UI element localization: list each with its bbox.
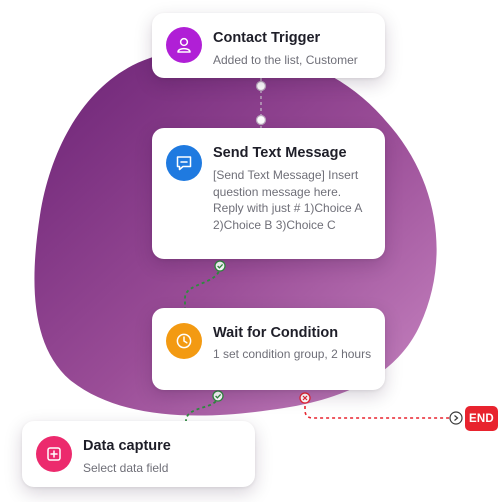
failure-x-mark xyxy=(302,395,308,401)
success-port-icon xyxy=(214,260,226,272)
clock-icon xyxy=(166,323,202,359)
plus-square-icon xyxy=(36,436,72,472)
node-data-capture[interactable]: Data capture Select data field xyxy=(22,421,255,487)
connector-wait-to-data xyxy=(185,395,219,422)
node-title: Data capture xyxy=(83,438,171,454)
connector-sms-to-wait xyxy=(184,265,221,308)
user-icon xyxy=(166,27,202,63)
node-description: Added to the list, Customer xyxy=(213,53,358,67)
end-arrow-chevron xyxy=(454,415,459,421)
message-icon xyxy=(166,145,202,181)
success-port-icon xyxy=(212,390,224,402)
node-description: Select data field xyxy=(83,461,169,475)
node-send-text-message[interactable]: Send Text Message [Send Text Message] In… xyxy=(152,128,385,259)
connector-port-out xyxy=(255,80,267,92)
node-description: [Send Text Message] Insert question mess… xyxy=(213,168,362,232)
node-description: 1 set condition group, 2 hours xyxy=(213,347,372,361)
end-arrow-icon xyxy=(449,411,463,425)
node-title: Wait for Condition xyxy=(213,325,339,341)
node-title: Send Text Message xyxy=(213,145,347,161)
connector-port-in xyxy=(255,114,267,126)
node-title: Contact Trigger xyxy=(213,30,321,46)
node-contact-trigger[interactable]: Contact Trigger Added to the list, Custo… xyxy=(152,13,385,78)
success-check-mark xyxy=(215,393,222,399)
connector-wait-to-end xyxy=(304,400,452,419)
success-check-mark xyxy=(217,263,224,269)
end-node[interactable]: END xyxy=(465,406,498,431)
node-wait-for-condition[interactable]: Wait for Condition 1 set condition group… xyxy=(152,308,385,390)
